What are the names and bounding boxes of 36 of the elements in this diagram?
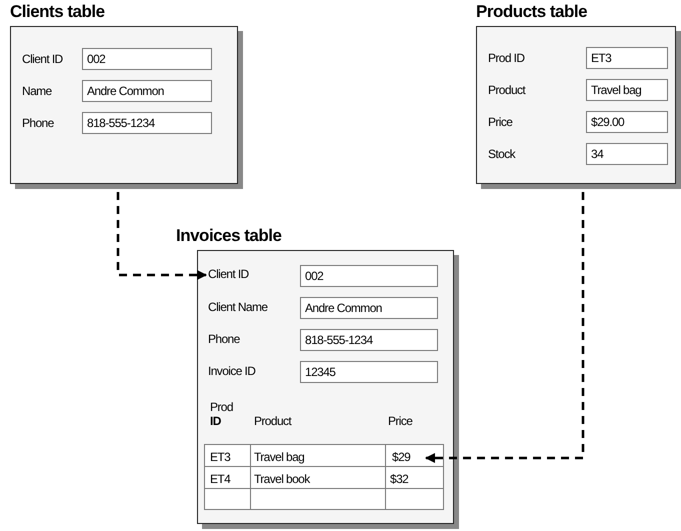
field-label: Prod ID bbox=[488, 51, 524, 65]
input-field: 12345 bbox=[300, 361, 438, 383]
field-label: Client ID bbox=[22, 52, 63, 66]
input-field: 818-555-1234 bbox=[300, 329, 438, 351]
input-field: Andre Common bbox=[82, 80, 212, 102]
input-field: $29.00 bbox=[586, 111, 668, 133]
input-field: 818-555-1234 bbox=[82, 112, 212, 134]
cell-text: Travel book bbox=[254, 472, 310, 486]
input-field: 002 bbox=[300, 265, 438, 287]
cell-text: Travel bag bbox=[254, 450, 304, 464]
field-label: $29 bbox=[392, 450, 422, 466]
input-field: Andre Common bbox=[300, 297, 438, 319]
table-header: Price bbox=[388, 414, 412, 428]
field-label: Product bbox=[488, 83, 526, 97]
table-header: Prod ID bbox=[210, 400, 234, 428]
input-field: 002 bbox=[82, 48, 212, 70]
field-label: Name bbox=[22, 84, 52, 98]
table-header: Product bbox=[254, 414, 292, 428]
input-field: Travel bag bbox=[586, 79, 668, 101]
table-title: Products table bbox=[476, 2, 588, 22]
dashed-arrow bbox=[116, 192, 207, 280]
cell-text: $32 bbox=[390, 472, 408, 486]
table-title: Clients table bbox=[10, 2, 105, 22]
field-label: Client Name bbox=[208, 300, 268, 314]
field-label: Invoice ID bbox=[208, 364, 256, 378]
field-label: Client ID bbox=[208, 267, 288, 283]
field-label: Price bbox=[488, 115, 512, 129]
field-label: Phone bbox=[208, 332, 240, 346]
input-field: ET3 bbox=[586, 47, 668, 69]
input-field: 34 bbox=[586, 143, 668, 165]
cell-text: ET4 bbox=[210, 472, 230, 486]
field-label: Phone bbox=[22, 116, 54, 130]
field-label: Stock bbox=[488, 147, 516, 161]
table-title: Invoices table bbox=[176, 226, 282, 246]
cell-text: ET3 bbox=[210, 450, 230, 464]
dashed-arrow bbox=[425, 192, 584, 463]
